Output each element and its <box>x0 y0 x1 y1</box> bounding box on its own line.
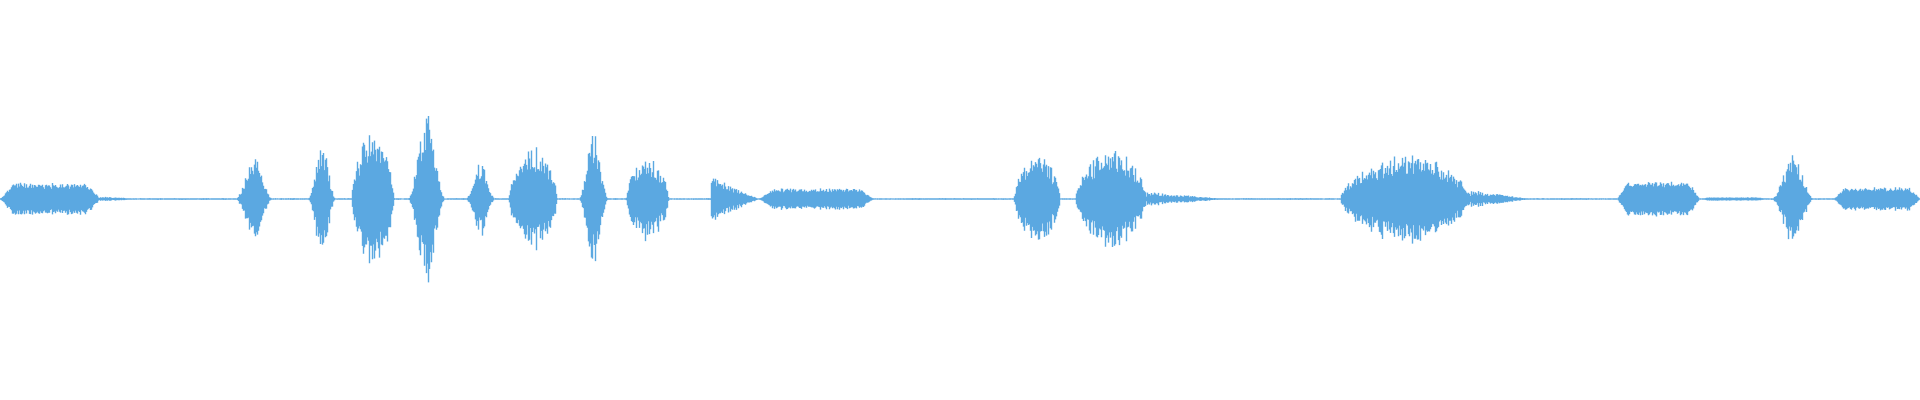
waveform-trace <box>0 116 1920 283</box>
